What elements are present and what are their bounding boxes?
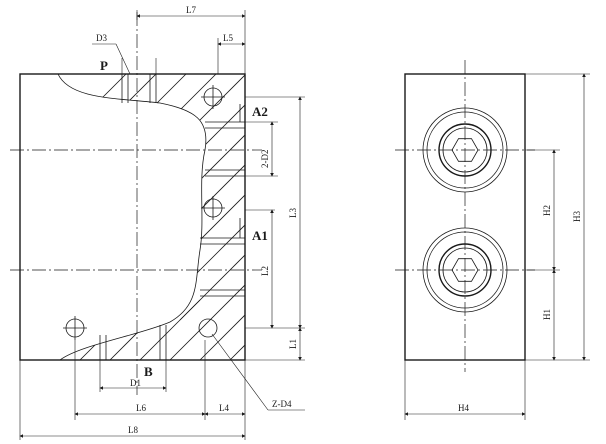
side-view: H2 H1 H3 H4	[395, 60, 590, 420]
label-l8: L8	[128, 425, 138, 435]
label-l4: L4	[219, 403, 229, 413]
dim-h1: H1	[525, 269, 590, 361]
dim-z-d4: Z-D4	[211, 333, 305, 411]
cavity-boundary	[57, 73, 207, 361]
label-d1: D1	[130, 378, 141, 388]
dim-d3: D3	[92, 33, 157, 75]
dim-l6: L6	[74, 340, 206, 420]
port-label-b: B	[144, 364, 153, 379]
port-a2-bore	[205, 104, 245, 177]
port-label-p: P	[100, 58, 108, 73]
label-h3: H3	[572, 211, 582, 222]
label-l5: L5	[223, 33, 233, 43]
port-p-bore	[121, 74, 157, 103]
dim-l1: L1	[245, 327, 305, 361]
port-a1-bore	[200, 218, 245, 297]
front-view: P A2 A1 B L7 D3 L5	[10, 5, 305, 440]
label-l6: L6	[136, 403, 146, 413]
label-l1: L1	[288, 339, 298, 349]
dim-h3: H3	[525, 73, 590, 361]
dim-l4: L4	[204, 340, 246, 440]
dim-d1: D1	[99, 360, 167, 392]
label-z-d4: Z-D4	[272, 399, 292, 409]
section-hatching	[59, 74, 245, 360]
label-d3: D3	[96, 33, 107, 43]
label-h1: H1	[542, 309, 552, 320]
dim-2-d2: 2-D2	[245, 121, 278, 177]
front-block-outline	[19, 73, 246, 361]
dim-l2: L2	[245, 209, 275, 329]
label-l3: L3	[288, 208, 298, 218]
label-2-d2: 2-D2	[260, 150, 270, 169]
port-label-a1: A1	[252, 228, 268, 243]
label-h2: H2	[542, 205, 552, 216]
label-h4: H4	[458, 403, 469, 413]
port-label-a2: A2	[252, 104, 268, 119]
dim-l5: L5	[217, 33, 246, 74]
dim-h2: H2	[525, 149, 560, 271]
label-l7: L7	[186, 5, 196, 15]
label-l2: L2	[260, 266, 270, 276]
mounting-hole-bottom-right	[198, 318, 218, 338]
dim-l3: L3	[245, 96, 305, 329]
dim-h4: H4	[404, 360, 526, 420]
dim-l8: L8	[19, 360, 246, 440]
port-b-bore	[99, 325, 167, 360]
dim-l7: L7	[136, 5, 246, 74]
